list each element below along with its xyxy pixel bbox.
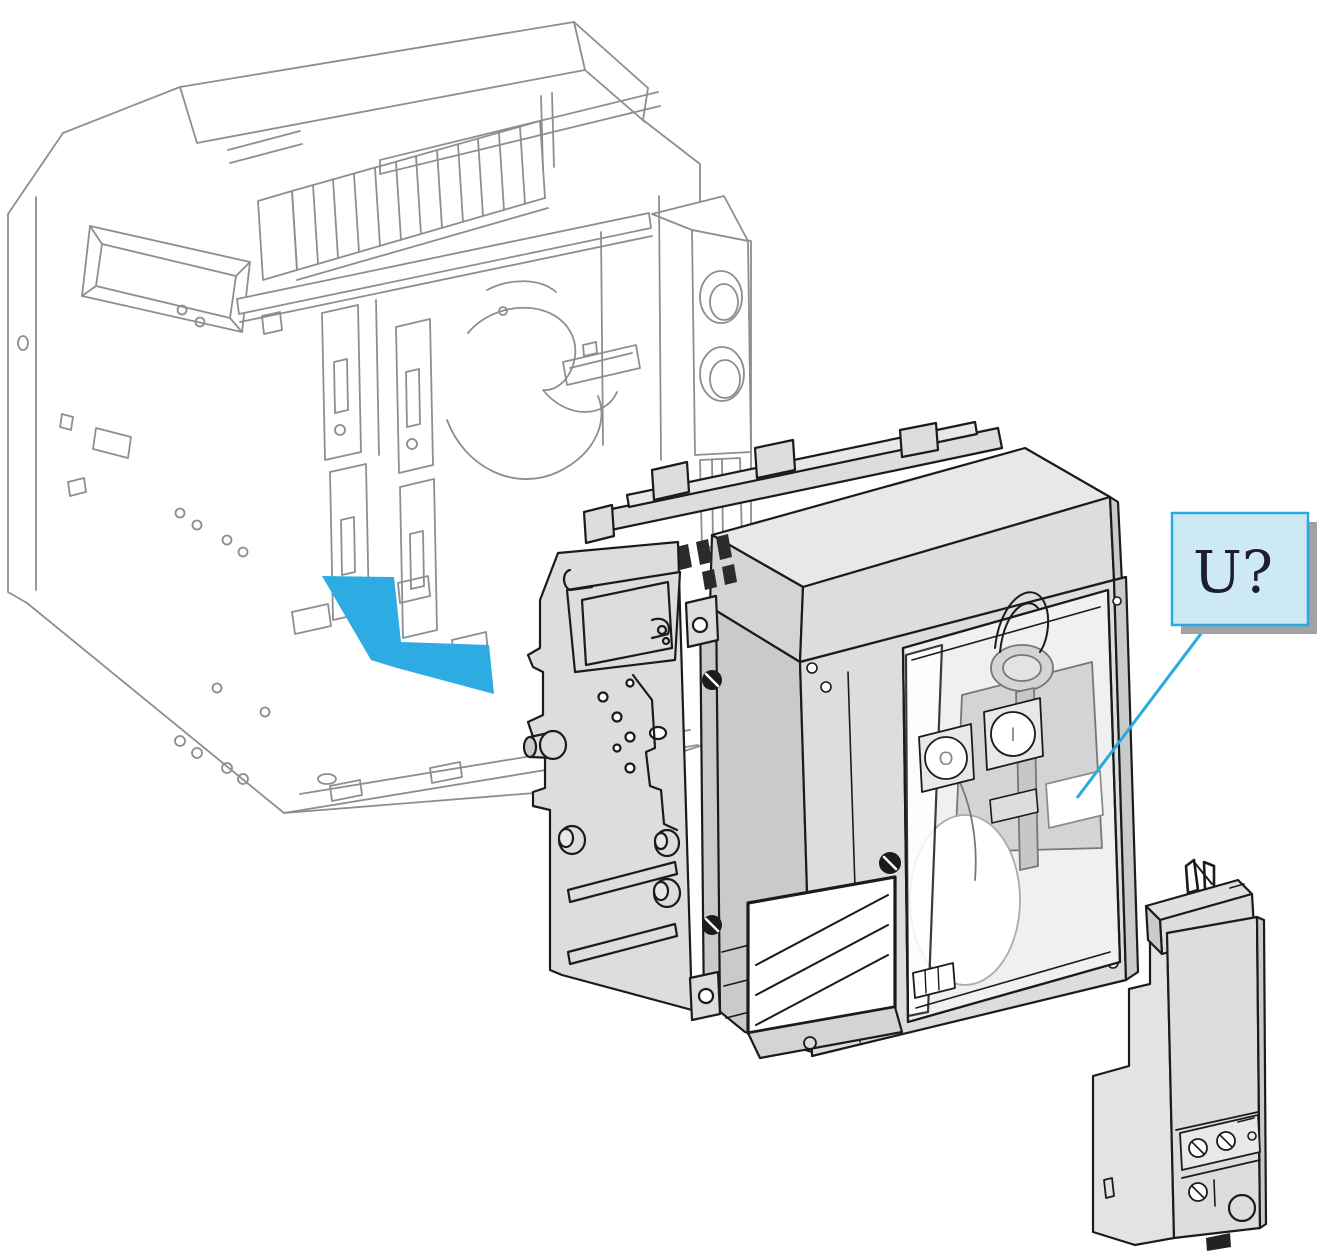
callout-leader-line — [1075, 626, 1208, 799]
insertion-direction-arrow — [322, 576, 494, 694]
breaker-guide-pins — [522, 729, 682, 909]
breaker-plate-edge-bar — [684, 594, 901, 1022]
chassis-terminal-column — [651, 195, 752, 549]
on-button-label: I — [1010, 725, 1015, 746]
breaker-rating-label — [1045, 770, 1104, 829]
trip-unit-body — [1165, 915, 1262, 1240]
chassis-crossbar — [236, 212, 653, 335]
breaker-side-plate — [522, 540, 694, 1012]
chassis-panel-holes — [59, 304, 271, 785]
breaker-on-button[interactable]: I — [983, 697, 1044, 771]
trip-unit-foot — [1206, 1233, 1231, 1251]
callout-box — [1170, 511, 1310, 627]
voltage-callout: U? — [1075, 511, 1317, 799]
callout-label: U? — [1193, 538, 1273, 606]
off-button-label: O — [939, 749, 954, 770]
trip-unit-test-port — [1227, 1193, 1257, 1223]
chassis-vent-fins — [227, 91, 661, 281]
breaker-rear-terminals — [582, 420, 1004, 545]
breaker-operation-counter — [912, 962, 956, 999]
breaker-off-button[interactable]: O — [918, 723, 975, 793]
circuit-breaker: O I — [522, 420, 1140, 1060]
chassis-mechanism — [446, 195, 662, 480]
breaker-bottom-bay — [746, 875, 904, 1060]
trip-unit-prongs — [1184, 858, 1216, 895]
trip-unit-terminals — [1179, 1114, 1261, 1207]
breaker-small-nameplate — [989, 788, 1039, 824]
breaker-seal-wire — [994, 591, 1050, 653]
chassis-handle-cutout — [81, 225, 251, 333]
trip-unit — [1091, 858, 1268, 1251]
